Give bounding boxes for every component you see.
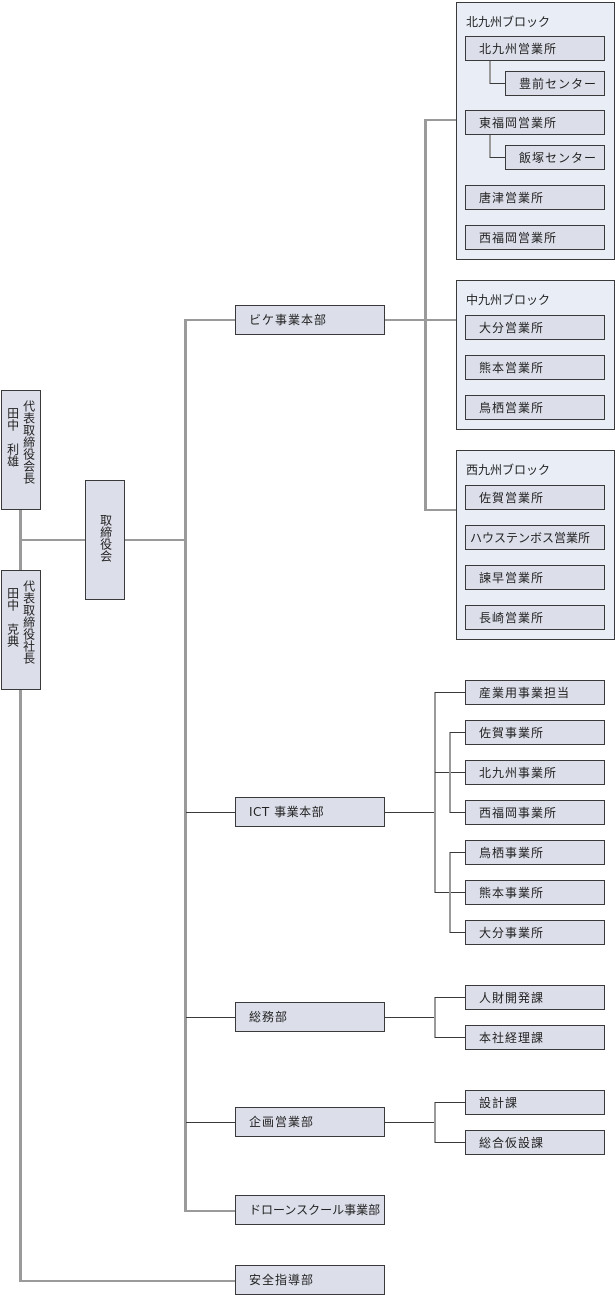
office-item: ハウステンボス営業所 — [465, 525, 605, 550]
connector-bike-out — [384, 319, 456, 321]
connector-main-to-ga — [186, 1017, 235, 1018]
office-item: 大分営業所 — [465, 315, 605, 340]
division-bike: ビケ事業本部 — [235, 305, 385, 335]
connector-bike-vertical — [424, 119, 427, 511]
connector-main-to-bike — [184, 319, 235, 321]
connector-main-to-planning — [186, 1122, 235, 1123]
connector-exec-to-safety — [19, 1280, 235, 1282]
office-item: 東福岡営業所 — [465, 110, 605, 135]
ga-section: 本社経理課 — [465, 1025, 605, 1050]
connector-planning-vertical — [434, 1102, 436, 1143]
connector-main-vertical — [184, 319, 187, 1212]
connector-planning-out — [384, 1122, 435, 1123]
block-title: 中九州ブロック — [466, 293, 551, 307]
connector-exec-vertical — [19, 510, 22, 1282]
connector-ict-vertical-outer — [434, 692, 436, 893]
connector-main-to-drone — [184, 1210, 235, 1212]
connector-center-1 — [489, 135, 491, 158]
board-box: 取締役会 — [85, 480, 125, 600]
connector-ict-vertical-inner-b — [449, 852, 451, 933]
connector-ga-sec-1 — [435, 1037, 465, 1038]
connector-ga-vertical — [434, 997, 436, 1038]
connector-ga-out — [384, 1017, 435, 1018]
planning-section: 総合仮設課 — [465, 1130, 605, 1155]
planning-section: 設計課 — [465, 1090, 605, 1115]
block-title: 西九州ブロック — [466, 463, 551, 477]
division-drone-school: ドローンスクール事業部 — [235, 1195, 385, 1225]
ict-unit: 北九州事業所 — [465, 760, 605, 785]
connector-ict-vertical-inner-a — [449, 732, 451, 813]
center-item: 豊前センター — [505, 71, 605, 96]
division-safety: 安全指導部 — [235, 1265, 385, 1295]
president-box: 代表取締役社長 田中 克典 — [1, 570, 41, 690]
center-item: 飯塚センター — [505, 145, 605, 170]
connector-ga-sec-0 — [435, 997, 465, 998]
connector-center-1-h — [490, 157, 505, 158]
ga-section: 人財開発課 — [465, 985, 605, 1010]
ict-unit: 佐賀事業所 — [465, 720, 605, 745]
board-label: 取締役会 — [98, 514, 113, 562]
ict-unit: 大分事業所 — [465, 920, 605, 945]
ict-unit: 鳥栖事業所 — [465, 840, 605, 865]
ict-unit: 産業用事業担当 — [465, 680, 605, 705]
office-item: 熊本営業所 — [465, 355, 605, 380]
connector-center-0-h — [490, 83, 505, 84]
connector-ict-unit-4 — [450, 852, 465, 853]
connector-ict-unit-0 — [435, 692, 465, 693]
connector-board-to-main — [124, 539, 186, 541]
connector-ict-out — [384, 812, 435, 813]
connector-planning-sec-0 — [435, 1102, 465, 1103]
connector-bike-block1 — [424, 119, 456, 121]
office-item: 北九州営業所 — [465, 36, 605, 61]
office-item: 長崎営業所 — [465, 605, 605, 630]
chairman-name: 田中 利雄 — [5, 407, 20, 467]
office-item: 佐賀営業所 — [465, 485, 605, 510]
president-name: 田中 克典 — [5, 587, 20, 647]
connector-center-0 — [489, 61, 491, 84]
ict-unit: 熊本事業所 — [465, 880, 605, 905]
connector-ict-unit-3 — [450, 812, 465, 813]
connector-bike-block3 — [424, 509, 456, 511]
office-item: 西福岡営業所 — [465, 225, 605, 250]
connector-exec-to-board — [19, 539, 85, 541]
division-ict: ICT 事業本部 — [235, 797, 385, 827]
chairman-box: 代表取締役会長 田中 利雄 — [1, 390, 41, 510]
office-item: 鳥栖営業所 — [465, 395, 605, 420]
office-item: 諫早営業所 — [465, 565, 605, 590]
division-general-affairs: 総務部 — [235, 1002, 385, 1032]
division-planning-sales: 企画営業部 — [235, 1107, 385, 1137]
office-item: 唐津営業所 — [465, 185, 605, 210]
chairman-title: 代表取締役会長 — [21, 400, 36, 484]
connector-ict-unit-6 — [450, 932, 465, 933]
connector-planning-sec-1 — [435, 1142, 465, 1143]
ict-unit: 西福岡事業所 — [465, 800, 605, 825]
connector-main-to-ict — [186, 812, 235, 813]
block-title: 北九州ブロック — [466, 15, 551, 29]
president-title: 代表取締役社長 — [21, 580, 36, 664]
connector-ict-unit-1 — [450, 732, 465, 733]
